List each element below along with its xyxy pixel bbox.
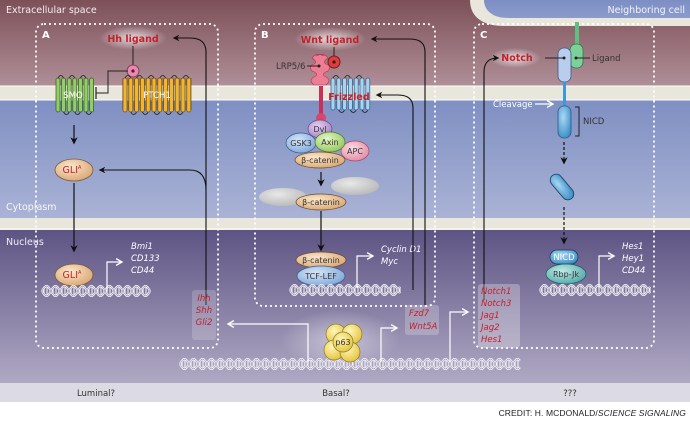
lrp56-label: LRP5/6 bbox=[276, 62, 305, 72]
gli-cytoplasm bbox=[54, 158, 94, 182]
target-gene-cd44-c: CD44 bbox=[622, 266, 645, 276]
dna-panel-a bbox=[41, 285, 151, 297]
ptch1-label: PTCH1 bbox=[143, 91, 171, 101]
smo-label: SMO bbox=[63, 91, 83, 101]
membrane-nuclear bbox=[0, 218, 690, 230]
p63-target-jag1: Jag1 bbox=[479, 311, 500, 321]
p63-target-notch3: Notch3 bbox=[481, 299, 511, 309]
footer-basal: Basal? bbox=[322, 389, 350, 399]
axin-protein bbox=[314, 131, 346, 153]
footer-band bbox=[0, 383, 690, 402]
frizzled-receptor: Frizzled bbox=[328, 75, 371, 113]
nicd-bracket-label: NICD bbox=[583, 117, 605, 127]
credit-source: SCIENCE SIGNALING bbox=[597, 408, 686, 418]
panel-a-letter: A bbox=[42, 30, 50, 41]
target-gene-hes1: Hes1 bbox=[622, 242, 643, 252]
notch-label: Notch bbox=[501, 53, 533, 64]
p63-target-fzd7: Fzd7 bbox=[409, 309, 430, 319]
p63-target-hes1: Hes1 bbox=[481, 335, 502, 345]
panel-b-letter: B bbox=[261, 30, 269, 41]
target-gene-hey1: Hey1 bbox=[622, 254, 644, 264]
p63-target-wnt5a: Wnt5A bbox=[409, 322, 438, 332]
p63-target-notch1: Notch1 bbox=[481, 287, 511, 297]
dvl-label: Dvl bbox=[313, 125, 326, 134]
cleavage-label: Cleavage bbox=[493, 100, 533, 110]
gli-nuc-label: GLIA bbox=[63, 270, 82, 281]
footer-luminal: Luminal? bbox=[77, 389, 115, 399]
gli-cyto-label: GLIA bbox=[63, 165, 82, 176]
p63-tetramer: p63 bbox=[323, 323, 363, 363]
target-gene-cd133: CD133 bbox=[131, 254, 160, 264]
dna-panel-c bbox=[539, 284, 651, 296]
cytoplasm-label: Cytoplasm bbox=[6, 202, 57, 213]
panel-c-letter: C bbox=[480, 30, 487, 41]
target-gene-myc: Myc bbox=[381, 257, 398, 267]
wnt-ligand-label: Wnt ligand bbox=[301, 35, 359, 46]
target-gene-bmi1: Bmi1 bbox=[131, 242, 153, 252]
ptch1-receptor: PTCH1 bbox=[122, 75, 192, 115]
beta-catenin-nuc-label: β-catenin bbox=[302, 256, 340, 265]
nicd-nuc-label: NICD bbox=[553, 253, 575, 263]
nucleus-label: Nucleus bbox=[6, 237, 44, 248]
neighboring-cell bbox=[484, 0, 690, 18]
ligand-label: Ligand bbox=[592, 54, 620, 64]
p63-target-gli2: Gli2 bbox=[196, 318, 213, 328]
p63-target-ihh: Ihh bbox=[197, 294, 210, 304]
panel-b-box bbox=[254, 23, 436, 307]
panel-c-box bbox=[473, 23, 655, 349]
p63-label: p63 bbox=[335, 338, 350, 347]
extracellular-label: Extracellular space bbox=[6, 5, 97, 16]
frizzled-label: Frizzled bbox=[328, 92, 369, 103]
p63-target-jag2: Jag2 bbox=[479, 323, 500, 333]
apc-label: APC bbox=[347, 147, 363, 156]
p63-target-shh: Shh bbox=[196, 306, 212, 316]
panel-a-box bbox=[35, 23, 219, 349]
footer-unknown: ??? bbox=[563, 389, 577, 399]
target-gene-cd44: CD44 bbox=[131, 266, 154, 276]
beta-catenin-complex bbox=[294, 151, 346, 169]
credit-prefix: CREDIT: H. MCDONALD/ bbox=[498, 408, 598, 418]
credit-line: CREDIT: H. MCDONALD/SCIENCE SIGNALING bbox=[499, 408, 686, 418]
panel-c: Notch Ligand Cleavage NICD NICD Rbp-Jk H… bbox=[483, 22, 651, 300]
smo-receptor: SMO bbox=[55, 75, 94, 115]
notch-receptor-ext bbox=[557, 47, 572, 83]
dna-panel-b bbox=[289, 284, 401, 296]
neighboring-cell-label: Neighboring cell bbox=[608, 5, 685, 16]
hh-ligand-label: Hh ligand bbox=[107, 34, 158, 45]
nicd-cytoplasm bbox=[549, 173, 575, 201]
rbp-jk-label: Rbp-Jk bbox=[553, 270, 579, 279]
tcf-lef-label: TCF-LEF bbox=[304, 272, 337, 281]
beta-catenin-complex-label: β-catenin bbox=[301, 156, 339, 165]
beta-catenin-cyto-label: β-catenin bbox=[302, 198, 340, 207]
rbp-jk-protein bbox=[545, 263, 587, 285]
nicd-membrane bbox=[557, 105, 572, 139]
apc-protein bbox=[340, 140, 370, 162]
target-gene-cyclin-d1: Cyclin D1 bbox=[381, 245, 421, 255]
beta-catenin-cyto bbox=[295, 193, 347, 211]
panel-a: Hh ligand PTCH1 SMO GLIA GLIA Bmi1 CD133… bbox=[41, 26, 207, 305]
panel-b: Wnt ligand LRP5/6 Frizzled Dvl GSK3 APC … bbox=[259, 27, 426, 305]
notch-ligand-protein bbox=[569, 43, 584, 69]
axin-label: Axin bbox=[321, 138, 339, 147]
gsk3-label: GSK3 bbox=[290, 139, 312, 148]
